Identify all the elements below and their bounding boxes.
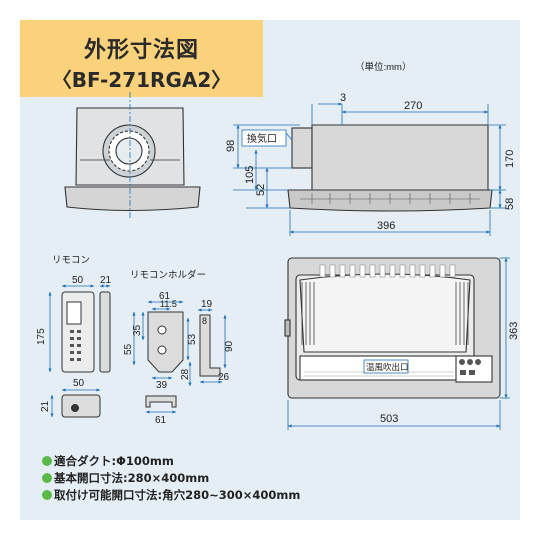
dim-lines-top: [311, 102, 489, 125]
spec-item: 取付け可能開口寸法:角穴280~300×400mm: [42, 487, 300, 503]
dim-105: 105: [244, 166, 256, 184]
spec-possible-opening: 取付け可能開口寸法:角穴280~300×400mm: [54, 488, 301, 502]
side-grille-lines: [311, 193, 471, 204]
dim-270: 270: [404, 100, 422, 112]
dim-58: 58: [504, 198, 516, 210]
holder-dim-11-5: 11.5: [160, 299, 177, 309]
hot-air-outlet-label: 温風吹出口: [366, 362, 409, 372]
remote-keypad: [70, 330, 81, 361]
spec-item: 基本開口寸法:280×400mm: [42, 470, 209, 486]
holder-dim-39: 39: [156, 380, 168, 391]
exhaust-port-box: [241, 129, 287, 147]
side-grille-slots: [301, 282, 469, 345]
top-vent-slots: [319, 264, 456, 278]
dim-lines-right: [488, 124, 506, 209]
holder-side: [199, 314, 221, 377]
dim-3: 3: [340, 92, 346, 104]
dim-396: 396: [377, 220, 395, 232]
page-title: 外形寸法図: [83, 38, 199, 63]
front-view: [64, 107, 201, 212]
hot-air-outlet-box: [363, 359, 409, 374]
dim-98: 98: [225, 140, 237, 152]
remote-dim-175: 175: [36, 328, 47, 345]
holder-dim-8: 8: [202, 316, 207, 326]
holder-dim-61-bottom: 61: [155, 415, 167, 426]
remote-dim-50-top: 50: [72, 275, 84, 286]
holder-label: リモコンホルダー: [130, 269, 206, 281]
bullet-icon: [42, 456, 52, 466]
holder-dim-53: 53: [187, 333, 198, 345]
dim-lines-bottom: [287, 257, 510, 430]
holder-dim-28: 28: [180, 368, 191, 380]
dim-503: 503: [380, 413, 398, 425]
holder-dim-lines: [132, 300, 227, 414]
holder-bottom: [145, 395, 177, 408]
unit-note: （単位:mm）: [355, 61, 411, 73]
title-box: 外形寸法図 〈BF-271RGA2〉: [20, 20, 263, 97]
holder-dim-26: 26: [218, 372, 230, 383]
bullet-icon: [42, 490, 52, 500]
spec-item: 適合ダクト:Φ100mm: [42, 453, 174, 469]
model-number: 〈BF-271RGA2〉: [51, 68, 232, 92]
remote-dim-21: 21: [100, 275, 112, 286]
holder-dim-90: 90: [224, 340, 235, 352]
holder-dim-61-top: 61: [159, 291, 171, 302]
dim-line-396: [289, 210, 491, 236]
control-panel-buttons: [459, 359, 481, 375]
holder-front: [147, 311, 184, 373]
remote-dim-lines: [48, 284, 111, 418]
exhaust-port-label: 換気口: [247, 132, 277, 145]
spec-duct: 適合ダクト:Φ100mm: [54, 454, 174, 468]
holder-dim-35: 35: [132, 324, 143, 336]
bullet-icon: [42, 473, 52, 483]
bottom-view: [284, 257, 501, 399]
remote-dim-50-bottom: 50: [73, 378, 85, 389]
dim-52: 52: [255, 184, 267, 196]
dim-170: 170: [504, 150, 516, 168]
remote-dim-21-side: 21: [40, 400, 51, 412]
dim-lines-left: [233, 124, 300, 209]
dim-363: 363: [508, 322, 520, 340]
remote-label: リモコン: [52, 255, 90, 266]
remote-drawing: [61, 291, 111, 418]
spec-basic-opening: 基本開口寸法:280×400mm: [54, 471, 210, 485]
holder-dim-19: 19: [201, 299, 213, 310]
holder-dim-55: 55: [123, 343, 134, 355]
